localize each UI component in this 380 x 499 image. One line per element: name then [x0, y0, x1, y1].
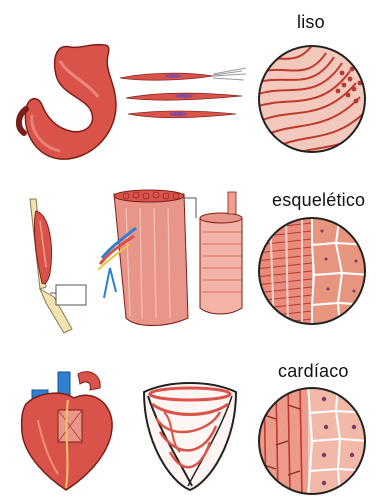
smooth-muscle-cells-icon	[118, 62, 248, 132]
row-skeletal-muscle: esquelético	[0, 170, 380, 340]
smooth-muscle-tissue-icon	[256, 43, 368, 155]
cardiac-muscle-fibers-icon	[140, 382, 240, 492]
cardiac-muscle-tissue-icon	[256, 385, 368, 497]
label-liso: liso	[297, 12, 325, 33]
row-smooth-muscle: liso	[0, 0, 380, 170]
skeletal-muscle-tissue-icon	[256, 215, 368, 327]
label-esqueletico: esquelético	[272, 190, 365, 211]
skeletal-muscle-fiber-bundle-icon	[96, 188, 246, 333]
label-cardiaco: cardíaco	[278, 361, 349, 382]
row-cardiac-muscle: cardíaco	[0, 340, 380, 499]
heart-icon	[18, 370, 118, 495]
arm-muscle-icon	[20, 197, 90, 337]
stomach-icon	[12, 35, 122, 165]
